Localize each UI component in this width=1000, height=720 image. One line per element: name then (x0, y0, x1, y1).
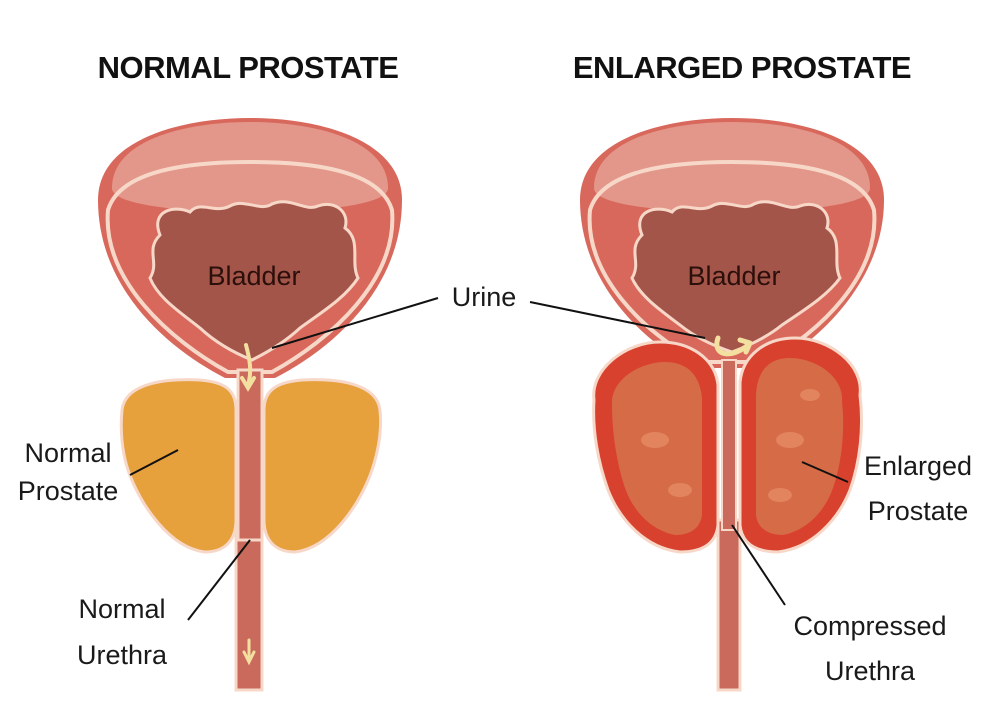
normal-urine-arrow-top-icon (240, 343, 256, 392)
leader-enlarged-prostate (801, 461, 849, 483)
label-bladder-enlarged: Bladder (687, 261, 780, 291)
label-compressed-urethra-line1: Compressed (793, 611, 946, 641)
enlarged-urine-arrow-icon (714, 335, 753, 357)
leader-lines (129, 297, 849, 621)
leader-compressed-urethra (731, 524, 786, 606)
enlarged-anatomy: Bladder (580, 118, 884, 692)
enlarged-prostate-texture (776, 432, 804, 448)
normal-prostate-left-lobe (119, 378, 238, 554)
label-normal-urethra-line1: Normal (78, 594, 165, 624)
normal-bladder-cavity (148, 200, 360, 362)
label-compressed-urethra-line2: Urethra (825, 656, 916, 686)
label-bladder-normal: Bladder (207, 261, 300, 291)
leader-normal-urethra (187, 539, 251, 621)
normal-urine-arrow-bottom-icon (242, 638, 256, 666)
label-normal-urethra-line2: Urethra (77, 640, 168, 670)
normal-anatomy: Bladder (98, 118, 402, 692)
compressed-urethra-prostatic (721, 359, 737, 531)
compressed-urethra-tube (716, 518, 742, 692)
title-enlarged-prostate: ENLARGED PROSTATE (573, 50, 911, 85)
label-normal-prostate-line2: Prostate (18, 476, 119, 506)
normal-bladder-top (112, 122, 388, 212)
normal-prostate-right-lobe (262, 378, 382, 554)
enlarged-prostate-texture (800, 389, 820, 401)
label-normal-prostate-line1: Normal (24, 438, 111, 468)
leader-urine-left (271, 297, 439, 349)
enlarged-bladder-top (594, 122, 870, 212)
enlarged-prostate-texture (668, 483, 692, 497)
title-normal-prostate: NORMAL PROSTATE (98, 50, 399, 85)
enlarged-prostate-texture (768, 488, 792, 502)
label-urine: Urine (452, 282, 517, 312)
normal-urethra-prostatic (236, 368, 264, 542)
enlarged-prostate-texture (641, 432, 669, 448)
leader-urine-right (529, 301, 706, 339)
normal-bladder-lining (105, 159, 395, 374)
label-enlarged-prostate-line1: Enlarged (864, 451, 972, 481)
leader-normal-prostate (129, 449, 179, 476)
enlarged-bladder-cavity (630, 200, 842, 354)
label-enlarged-prostate-line2: Prostate (868, 496, 969, 526)
